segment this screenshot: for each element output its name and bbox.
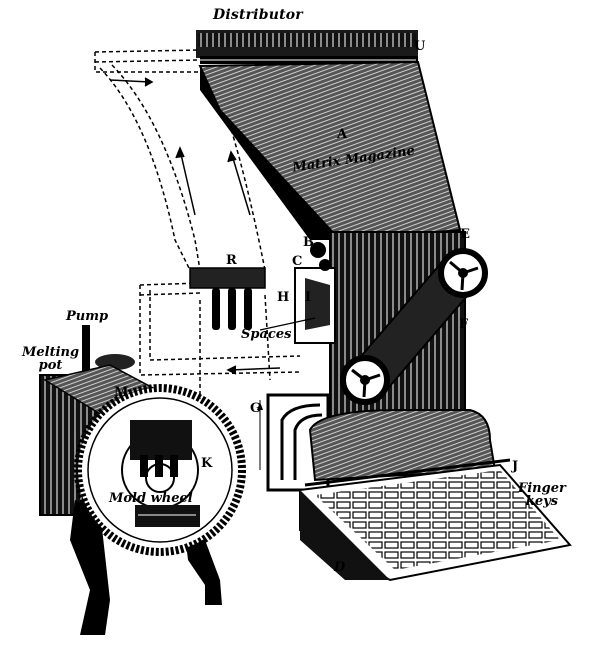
label-i: I [305,290,312,305]
label-finger-keys-line2: keys [525,494,558,509]
label-e: E [460,227,470,242]
keyboard [299,409,572,582]
spaceband-box [189,267,266,330]
label-c: C [292,254,303,269]
belt-drive [340,248,488,405]
label-j: J [512,459,519,474]
matrix-magazine [198,60,462,242]
label-a: A [337,127,348,142]
label-b: B [303,235,314,250]
stand-leg-right [185,535,222,605]
label-melting-pot: Melting pot [22,346,79,372]
label-h: H [277,290,290,305]
label-distributor: Distributor [213,7,303,23]
label-pump: Pump [66,309,109,324]
label-f: F [459,317,469,332]
label-melting-pot-line1: Melting [22,345,80,360]
label-finger-keys-line1: Finger [518,481,566,496]
label-melting-pot-line2: pot [38,358,63,373]
label-spaces: Spaces [241,327,292,342]
label-mold-wheel: Mold wheel [109,491,193,506]
assembler-box [259,242,336,344]
label-d: D [334,560,346,575]
label-m: M [114,385,129,400]
mold-wheel [74,384,246,556]
label-g: G [250,401,262,416]
distributor-bar [196,30,418,64]
label-finger-keys: Finger keys [518,482,566,508]
stand-leg-left [70,500,110,635]
label-k: K [201,456,213,471]
label-r: R [226,253,237,268]
label-u: U [414,39,426,54]
